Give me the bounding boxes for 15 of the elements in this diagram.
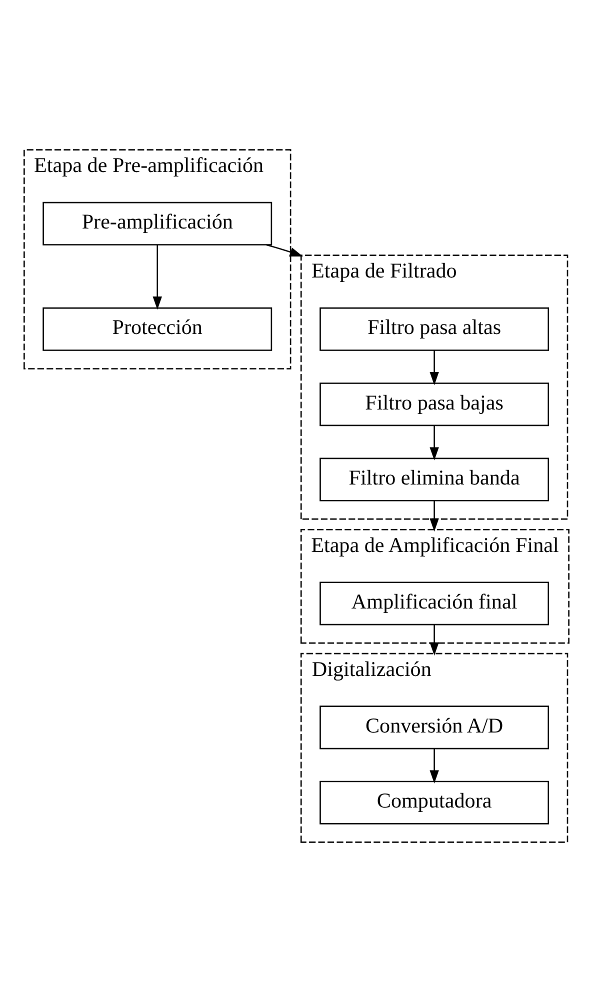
node-box: Filtro elimina banda	[320, 458, 550, 502]
node-box: Filtro pasa bajas	[320, 382, 550, 426]
arrow	[430, 350, 439, 386]
node-box: Filtro pasa altas	[320, 307, 550, 351]
node-box: Pre-amplificación	[42, 202, 272, 246]
arrow	[430, 500, 439, 532]
arrow	[430, 748, 439, 784]
node-box: Protección	[42, 307, 272, 351]
arrow	[266, 244, 303, 256]
arrow	[430, 425, 439, 460]
node-box: Conversión A/D	[320, 706, 550, 750]
arrow	[152, 244, 162, 310]
arrow	[430, 624, 439, 656]
node-box: Computadora	[320, 780, 550, 824]
node-box: Amplificación final	[320, 582, 550, 626]
